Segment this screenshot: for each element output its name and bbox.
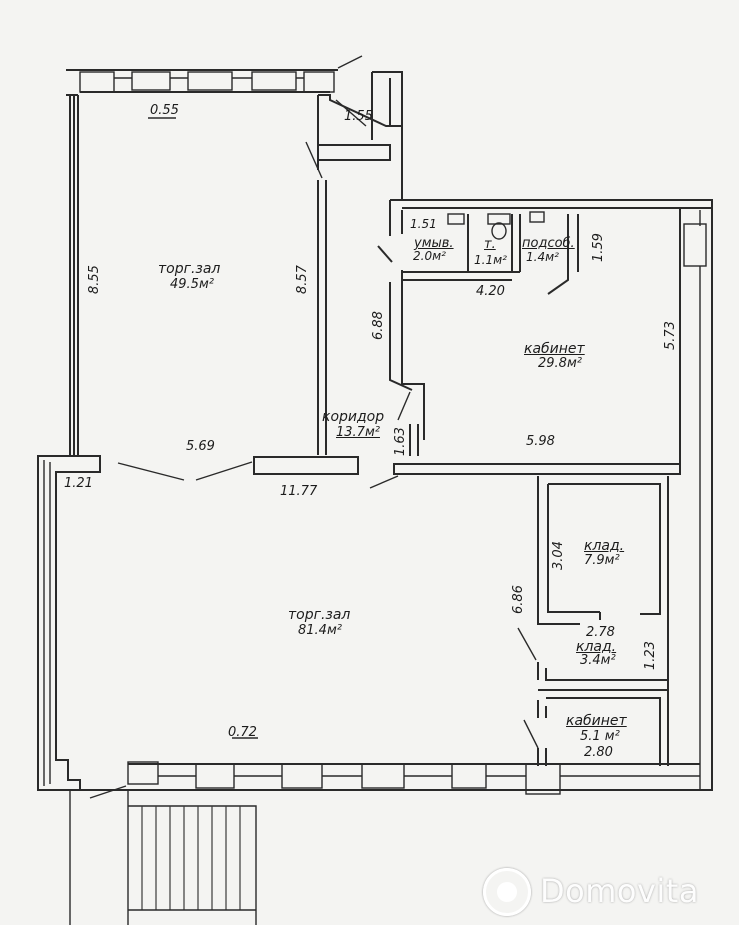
dimension-label: 1.55 xyxy=(344,109,373,124)
room-area-corridor: 13.7м² xyxy=(336,425,380,440)
room-name-utility: подсоб. xyxy=(522,236,575,251)
dimension-label: 5.73 xyxy=(663,321,678,350)
dimension-label: 6.86 xyxy=(511,585,526,614)
room-name-corridor: коридор xyxy=(322,409,385,425)
room-area-washroom: 2.0м² xyxy=(413,249,446,263)
dimension-label: 5.69 xyxy=(186,439,215,454)
room-area-storage-2: 3.4м² xyxy=(580,653,616,668)
room-area-utility: 1.4м² xyxy=(526,250,559,264)
room-area-sales-hall-top: 49.5м² xyxy=(170,277,214,292)
room-name-washroom: умыв. xyxy=(414,236,454,251)
room-name-sales-hall-main: торг.зал xyxy=(288,607,351,623)
dimension-label: 2.80 xyxy=(584,745,613,760)
dimension-label: 1.63 xyxy=(393,427,408,456)
watermark-text: Domovita xyxy=(540,872,699,910)
room-area-office-small: 5.1 м² xyxy=(580,729,620,744)
room-name-office-large: кабинет xyxy=(524,341,585,357)
dimension-label: 5.98 xyxy=(526,434,555,449)
dimension-label: 11.77 xyxy=(280,484,318,499)
dimension-label: 8.57 xyxy=(295,265,310,294)
dimension-label: 1.59 xyxy=(591,233,606,262)
dimension-label: 6.88 xyxy=(371,311,386,340)
dimension-label: 0.55 xyxy=(150,103,179,118)
room-name-office-small: кабинет xyxy=(566,713,627,729)
dimension-label: 4.20 xyxy=(476,284,505,299)
walls-main-hall xyxy=(37,455,700,925)
room-name-storage-2: клад. xyxy=(576,639,617,655)
room-area-storage-1: 7.9м² xyxy=(584,553,620,568)
domovita-logo-icon xyxy=(483,868,531,916)
dimension-label: 1.23 xyxy=(643,641,658,670)
walls-side-rooms xyxy=(517,476,669,766)
walls-top-hall xyxy=(66,55,363,481)
dimension-label: 3.04 xyxy=(551,541,566,570)
dimension-label: 1.51 xyxy=(410,217,437,231)
walls-right-block xyxy=(377,199,713,791)
room-name-toilet: т. xyxy=(484,237,496,252)
room-area-office-large: 29.8м² xyxy=(538,356,582,371)
dimension-label: 8.55 xyxy=(87,265,102,294)
room-name-storage-1: клад. xyxy=(584,538,625,554)
dimension-lines xyxy=(148,99,367,739)
dimension-label: 0.72 xyxy=(228,725,257,740)
room-name-sales-hall-top: торг.зал xyxy=(158,261,221,277)
room-area-sales-hall-main: 81.4м² xyxy=(298,623,342,638)
dimension-label: 2.78 xyxy=(586,625,615,640)
room-area-toilet: 1.1м² xyxy=(474,253,507,267)
walls-service-block xyxy=(317,71,403,200)
dimension-label: 1.21 xyxy=(64,476,93,491)
